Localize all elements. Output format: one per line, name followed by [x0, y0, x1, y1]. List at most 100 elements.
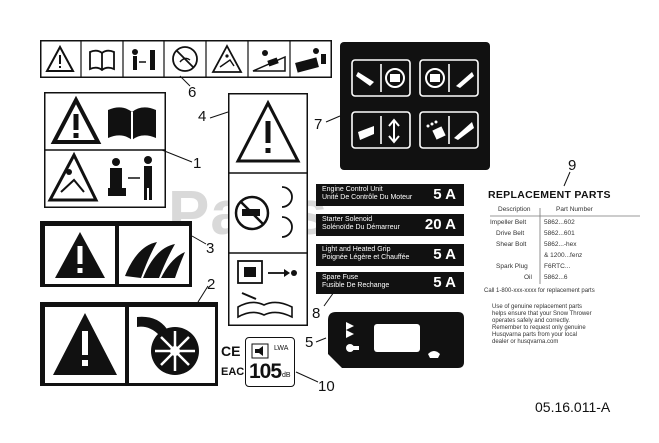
person-distance-icon: [132, 49, 155, 70]
callout-10: 10: [318, 378, 335, 395]
callout-2: 2: [207, 276, 216, 293]
fuse-row: Light and Heated Grip Poignée Légère et …: [316, 244, 464, 266]
deflector-control-icon: [426, 120, 474, 140]
primer-icon: [346, 344, 359, 352]
decal-warning-manual: [44, 92, 166, 208]
warning-triangle-icon: [45, 44, 75, 72]
footer-line: Use of genuine replacement parts: [492, 304, 583, 310]
leader-7: [325, 115, 341, 123]
decal-warning-impeller: [40, 302, 218, 386]
callout-9: 9: [568, 157, 577, 174]
thrown-objects-icon: [211, 44, 243, 73]
noise-label-text: LWA: [274, 345, 289, 352]
fuse-label: Starter Solenoid: [322, 216, 373, 223]
footer-line: operates safely and correctly.: [492, 318, 570, 324]
read-manual-hand-icon: [237, 292, 293, 319]
decal-key-plate: [326, 310, 466, 370]
ce-mark: CE: [221, 343, 241, 359]
fuse-amperage: 20 A: [424, 216, 456, 233]
leader-10: [295, 371, 319, 383]
part-description: Shear Bolt: [496, 241, 527, 248]
prohibited-hands-icon: [172, 46, 198, 72]
speaker-icon: [251, 343, 269, 359]
footer-line: dealer or husqvarna.com: [492, 339, 559, 345]
fuse-label: Engine Control Unit: [322, 186, 383, 193]
col-description: Description: [498, 206, 531, 213]
fuse-row: Engine Control Unit Unité De Contrôle Du…: [316, 184, 464, 206]
auger-control-icon: [425, 68, 474, 88]
callout-7: 7: [314, 116, 323, 133]
leader-6: [179, 75, 191, 87]
auger-hazard-icon: [125, 242, 185, 278]
fuse-amperage: 5 A: [433, 246, 456, 263]
choke-icon: [346, 322, 354, 338]
callout-3: 3: [206, 240, 215, 257]
chute-control-icon: [358, 118, 400, 144]
manual-book-icon: [108, 107, 156, 140]
footer-line: Call 1-800-xxx-xxxx for replacement part…: [484, 288, 595, 294]
callout-6: 6: [188, 84, 197, 101]
leader-8: [323, 291, 335, 307]
light-icon: [428, 351, 440, 358]
footer-line: helps ensure that your Snow Thrower: [492, 311, 592, 317]
part-number: 5862...-hex: [544, 241, 577, 248]
fuse-amperage: 5 A: [433, 186, 456, 203]
footer-line: Husqvarna parts from your local: [492, 332, 578, 338]
noise-value: 105: [249, 360, 282, 383]
eac-mark: EAC: [221, 366, 245, 378]
warning-triangle-icon: [235, 99, 301, 163]
replacement-parts-title: REPLACEMENT PARTS: [488, 189, 611, 201]
leader-1: [161, 149, 193, 163]
leader-5: [315, 337, 327, 343]
part-number: 5862...602: [544, 219, 575, 226]
leader-9: [563, 171, 571, 187]
fuse-row: Starter Solenoid Solénoïde Du Démarreur …: [316, 214, 464, 236]
callout-4: 4: [198, 108, 207, 125]
engine-shutdown-icon: [237, 260, 297, 284]
part-description: Spark Plug: [496, 263, 528, 270]
part-number: F6RTC...: [544, 263, 571, 270]
decal-control-panel: [340, 42, 490, 170]
refuel-hazard-icon: [295, 48, 326, 73]
part-number: 5862...6: [544, 274, 568, 281]
decal-warning-auger: [40, 221, 192, 287]
part-description: Drive Belt: [496, 230, 525, 237]
part-number: & 1200...fenz: [544, 252, 583, 259]
drive-control-icon: [356, 68, 405, 88]
fuse-label-fr: Fusible De Rechange: [322, 282, 390, 289]
leader-4: [209, 111, 229, 119]
leader-3: [191, 235, 207, 245]
warning-triangle-icon: [55, 232, 105, 278]
fuse-row: Spare Fuse Fusible De Rechange 5 A: [316, 272, 464, 294]
part-description: Oil: [524, 274, 532, 281]
decal-warning-vertical: [228, 93, 308, 326]
noise-level-label: LWA 105 dB: [245, 337, 295, 387]
slope-hazard-icon: [252, 50, 286, 72]
manual-book-icon: [89, 49, 115, 72]
fuse-label-fr: Solénoïde Du Démarreur: [322, 224, 400, 231]
fuse-amperage: 5 A: [433, 274, 456, 291]
warning-triangle-icon: [53, 313, 117, 375]
fuse-label-fr: Poignée Légère et Chauffée: [322, 254, 410, 261]
replacement-parts-table: Description Part Number Impeller Belt 58…: [486, 204, 644, 286]
fuse-label: Spare Fuse: [322, 274, 359, 281]
replacement-parts-footer: Call 1-800-xxx-xxxx for replacement part…: [484, 288, 646, 346]
col-part-number: Part Number: [556, 206, 593, 213]
bystander-distance-icon: [108, 156, 152, 200]
callout-8: 8: [312, 305, 321, 322]
warning-triangle-icon: [50, 95, 102, 144]
prohibited-clearing-icon: [234, 195, 270, 231]
leader-2: [197, 285, 209, 303]
rotating-arrows-icon: [281, 186, 293, 238]
callout-1: 1: [193, 155, 202, 172]
part-description: Impeller Belt: [490, 219, 527, 226]
impeller-hand-hazard-icon: [137, 316, 199, 375]
footer-line: Remember to request only genuine: [492, 325, 586, 331]
part-number: 5862...601: [544, 230, 575, 237]
fuse-label: Light and Heated Grip: [322, 246, 391, 253]
fuse-label-fr: Unité De Contrôle Du Moteur: [322, 194, 413, 201]
noise-unit: dB: [282, 372, 291, 379]
drawing-number: 05.16.011-A: [535, 399, 611, 415]
callout-5: 5: [305, 334, 314, 351]
slip-hazard-icon: [47, 151, 99, 202]
